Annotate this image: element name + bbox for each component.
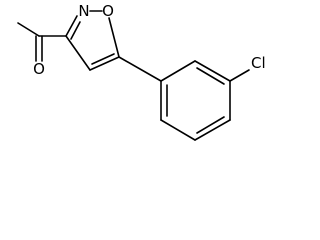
bond-ph-2-3 [194,60,231,82]
bond-o-c5 [108,17,120,58]
bond-ph-inner-c [196,116,225,134]
bond-c5-phenyl [118,56,162,82]
ring-oxygen-label: O [102,2,114,20]
bond-ph-inner-a [196,67,225,85]
bond-c3-n-inner [70,21,81,40]
bond-c5-c4 [89,56,120,71]
chlorine-label: Cl [251,54,266,72]
bond-c3-n [65,15,78,37]
bond-ph-5-6 [160,119,196,141]
bonds [17,10,250,141]
bond-methyl [17,22,40,37]
bond-ph-1-2 [160,60,196,82]
bond-c-cl [229,69,250,82]
bond-c4-c3 [65,35,91,71]
carbonyl-oxygen-label: O [33,60,45,78]
atom-labels: N O O Cl [33,2,266,78]
bond-ph-4-5 [194,119,231,141]
nitrogen-label: N [78,2,89,20]
chemical-structure: N O O Cl [17,2,266,141]
bond-c5-c4-inner [91,53,115,65]
